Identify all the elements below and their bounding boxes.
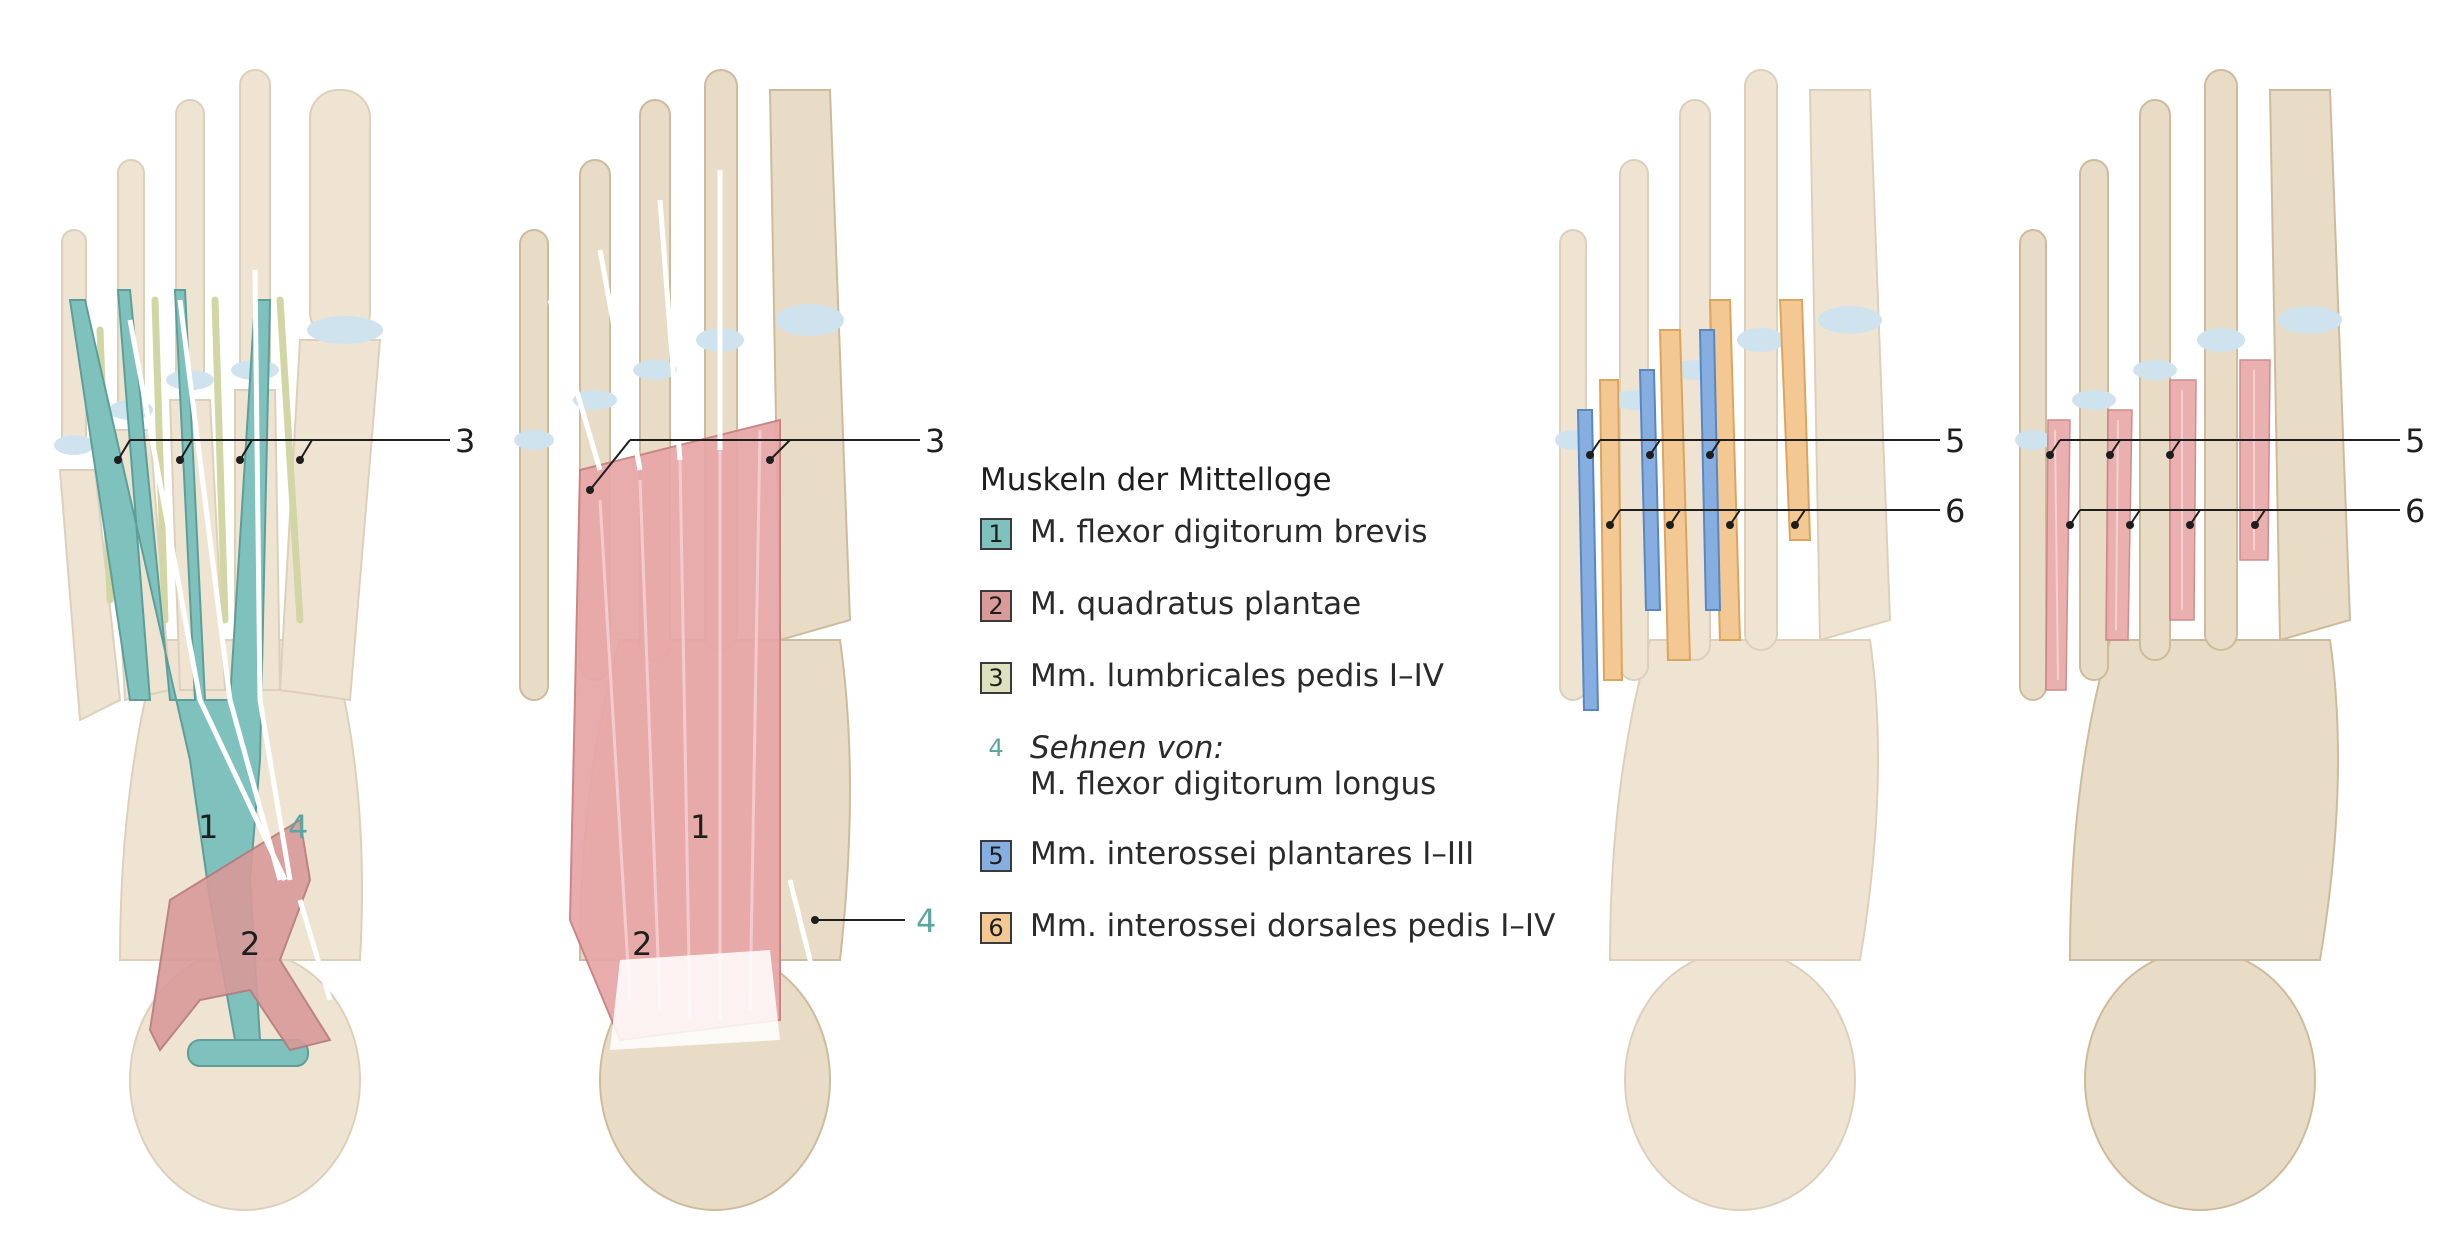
legend-label-4: Sehnen von: M. flexor digitorum longus bbox=[1030, 730, 1436, 802]
label-6: 6 bbox=[2405, 492, 2425, 530]
label-3: 3 bbox=[455, 422, 475, 460]
legend-item-4: 4 Sehnen von: M. flexor digitorum longus bbox=[980, 730, 1620, 836]
legend-title: Muskeln der Mittelloge bbox=[980, 462, 1332, 498]
legend-label-4-italic: Sehnen von: bbox=[1030, 730, 1225, 766]
legend-item-5: 5 Mm. interossei plantares I–III bbox=[980, 836, 1620, 908]
fdl-tendons bbox=[127, 269, 333, 1001]
legend-badge-1: 1 bbox=[980, 518, 1012, 550]
legend-item-1: 1 M. flexor digitorum brevis bbox=[980, 514, 1620, 586]
label-2: 2 bbox=[240, 925, 260, 963]
legend: Muskeln der Mittelloge 1 M. flexor digit… bbox=[980, 462, 1620, 980]
foot-figure-1-drawing: 3 1 2 4 bbox=[54, 69, 475, 1211]
leader-lines bbox=[589, 439, 920, 921]
legend-item-3: 3 Mm. lumbricales pedis I–IV bbox=[980, 658, 1620, 730]
label-4: 4 bbox=[916, 902, 936, 940]
label-5: 5 bbox=[1945, 422, 1965, 460]
foot-figure-4-drawing: 5 6 bbox=[2015, 69, 2425, 1211]
label-2: 2 bbox=[632, 925, 652, 963]
label-3: 3 bbox=[925, 422, 945, 460]
muscle-striations bbox=[598, 429, 762, 1021]
label-6: 6 bbox=[1945, 492, 1965, 530]
foot-figure-2-drawing: 3 1 2 4 bbox=[514, 69, 945, 1211]
fdl-tendons bbox=[547, 170, 823, 1001]
foot-figure-4: 5 6 bbox=[2000, 0, 2442, 1254]
legend-label-4-text: M. flexor digitorum longus bbox=[1030, 766, 1437, 802]
legend-label-3: Mm. lumbricales pedis I–IV bbox=[1030, 658, 1444, 694]
plantar-aponeurosis bbox=[610, 950, 780, 1050]
legend-badge-5: 5 bbox=[980, 840, 1012, 872]
legend-item-6: 6 Mm. interossei dorsales pedis I–IV bbox=[980, 908, 1620, 980]
legend-badge-2: 2 bbox=[980, 590, 1012, 622]
foot-figure-3: 5 6 bbox=[1540, 0, 2000, 1254]
label-5: 5 bbox=[2405, 422, 2425, 460]
label-1: 1 bbox=[198, 808, 218, 846]
foot-figure-3-drawing: 5 6 bbox=[1555, 69, 1965, 1211]
legend-label-1: M. flexor digitorum brevis bbox=[1030, 514, 1428, 550]
cartilage bbox=[2015, 306, 2342, 450]
legend-label-6: Mm. interossei dorsales pedis I–IV bbox=[1030, 908, 1556, 944]
foot-figure-1: 3 1 2 4 bbox=[0, 0, 480, 1254]
foot-figure-2: 3 1 2 4 bbox=[480, 0, 960, 1254]
interossei-plantares bbox=[1576, 329, 1722, 711]
legend-badge-3: 3 bbox=[980, 662, 1012, 694]
legend-badge-6: 6 bbox=[980, 912, 1012, 944]
legend-label-2: M. quadratus plantae bbox=[1030, 586, 1362, 622]
label-4: 4 bbox=[288, 808, 308, 846]
leader-lines-3 bbox=[117, 439, 450, 461]
label-1: 1 bbox=[690, 808, 710, 846]
legend-badge-4: 4 bbox=[988, 734, 1004, 762]
legend-label-5: Mm. interossei plantares I–III bbox=[1030, 836, 1475, 872]
legend-item-2: 2 M. quadratus plantae bbox=[980, 586, 1620, 658]
foot-bones bbox=[2019, 69, 2352, 1211]
muscle-striations bbox=[2054, 370, 2255, 681]
